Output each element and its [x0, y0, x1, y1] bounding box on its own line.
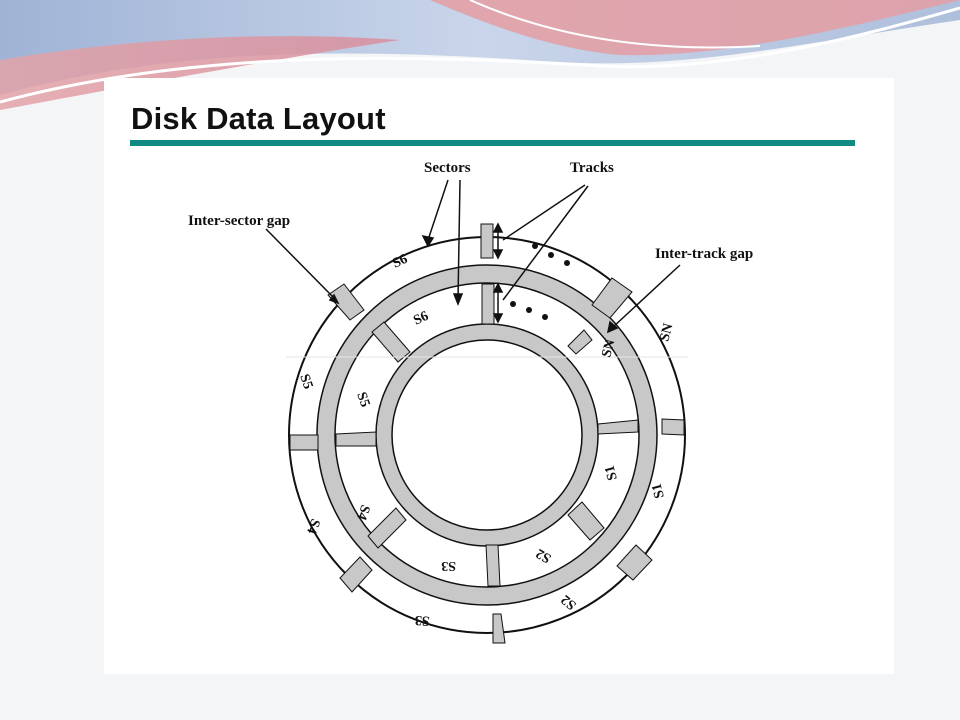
gap-outer-1: [480, 223, 494, 259]
gap-inner-2: [567, 329, 593, 355]
gap-inner-7: [335, 431, 377, 447]
title-underline: [130, 140, 855, 146]
label-sectors: Sectors: [424, 160, 471, 176]
decorative-banner: [0, 0, 960, 110]
gap-outer-2: [591, 277, 633, 319]
gap-outer-7: [289, 434, 319, 451]
gap-inner-8: [371, 321, 411, 363]
outer-sector-label-s5: S5: [296, 372, 315, 391]
inner-sector-label-sn: SN: [599, 338, 618, 359]
gap-inner-1: [481, 283, 495, 325]
gap-inner-5: [485, 544, 501, 587]
gap-outer-4: [616, 544, 653, 581]
slide-title: Disk Data Layout: [131, 101, 386, 136]
leader-lines: [265, 179, 681, 334]
inner-sector-label-s5: S5: [353, 390, 372, 409]
outer-sector-label-s1: S1: [650, 482, 668, 500]
gap-inner-4: [567, 501, 605, 541]
inner-sector-label-s3: S3: [441, 558, 456, 573]
gap-inner-3: [597, 419, 639, 435]
inner-sector-label-s6: S6: [411, 309, 431, 329]
outer-sector-gaps: [289, 223, 685, 644]
gap-outer-5: [492, 613, 506, 644]
disk-center: [391, 339, 583, 531]
outer-sector-label-s6: S6: [390, 252, 410, 272]
ellipsis-dots: [510, 243, 570, 320]
label-inter-track-gap: Inter-track gap: [655, 246, 753, 262]
outer-sector-label-s4: S4: [303, 517, 322, 536]
gap-outer-6: [339, 556, 373, 593]
inner-sector-label-s2: S2: [534, 545, 554, 565]
inner-sector-gaps: [335, 283, 639, 587]
outer-sector-labels: S1 S2 S3 S4 S5 S6 SN: [296, 252, 676, 628]
track-width-arrows: [492, 222, 504, 324]
outer-sector-label-sn: SN: [657, 322, 676, 343]
inner-sector-label-s4: S4: [353, 503, 372, 522]
label-tracks: Tracks: [570, 160, 614, 176]
gap-outer-8: [327, 283, 365, 321]
gap-outer-3: [661, 418, 685, 436]
outer-sector-label-s3: S3: [414, 612, 430, 628]
inner-sector-labels: S1 S2 S3 S4 S5 S6 SN: [353, 309, 621, 573]
inner-sector-label-s1: S1: [603, 464, 621, 482]
gap-inner-6: [367, 507, 407, 549]
label-inter-sector-gap: Inter-sector gap: [188, 213, 290, 229]
outer-sector-label-s2: S2: [559, 591, 580, 612]
